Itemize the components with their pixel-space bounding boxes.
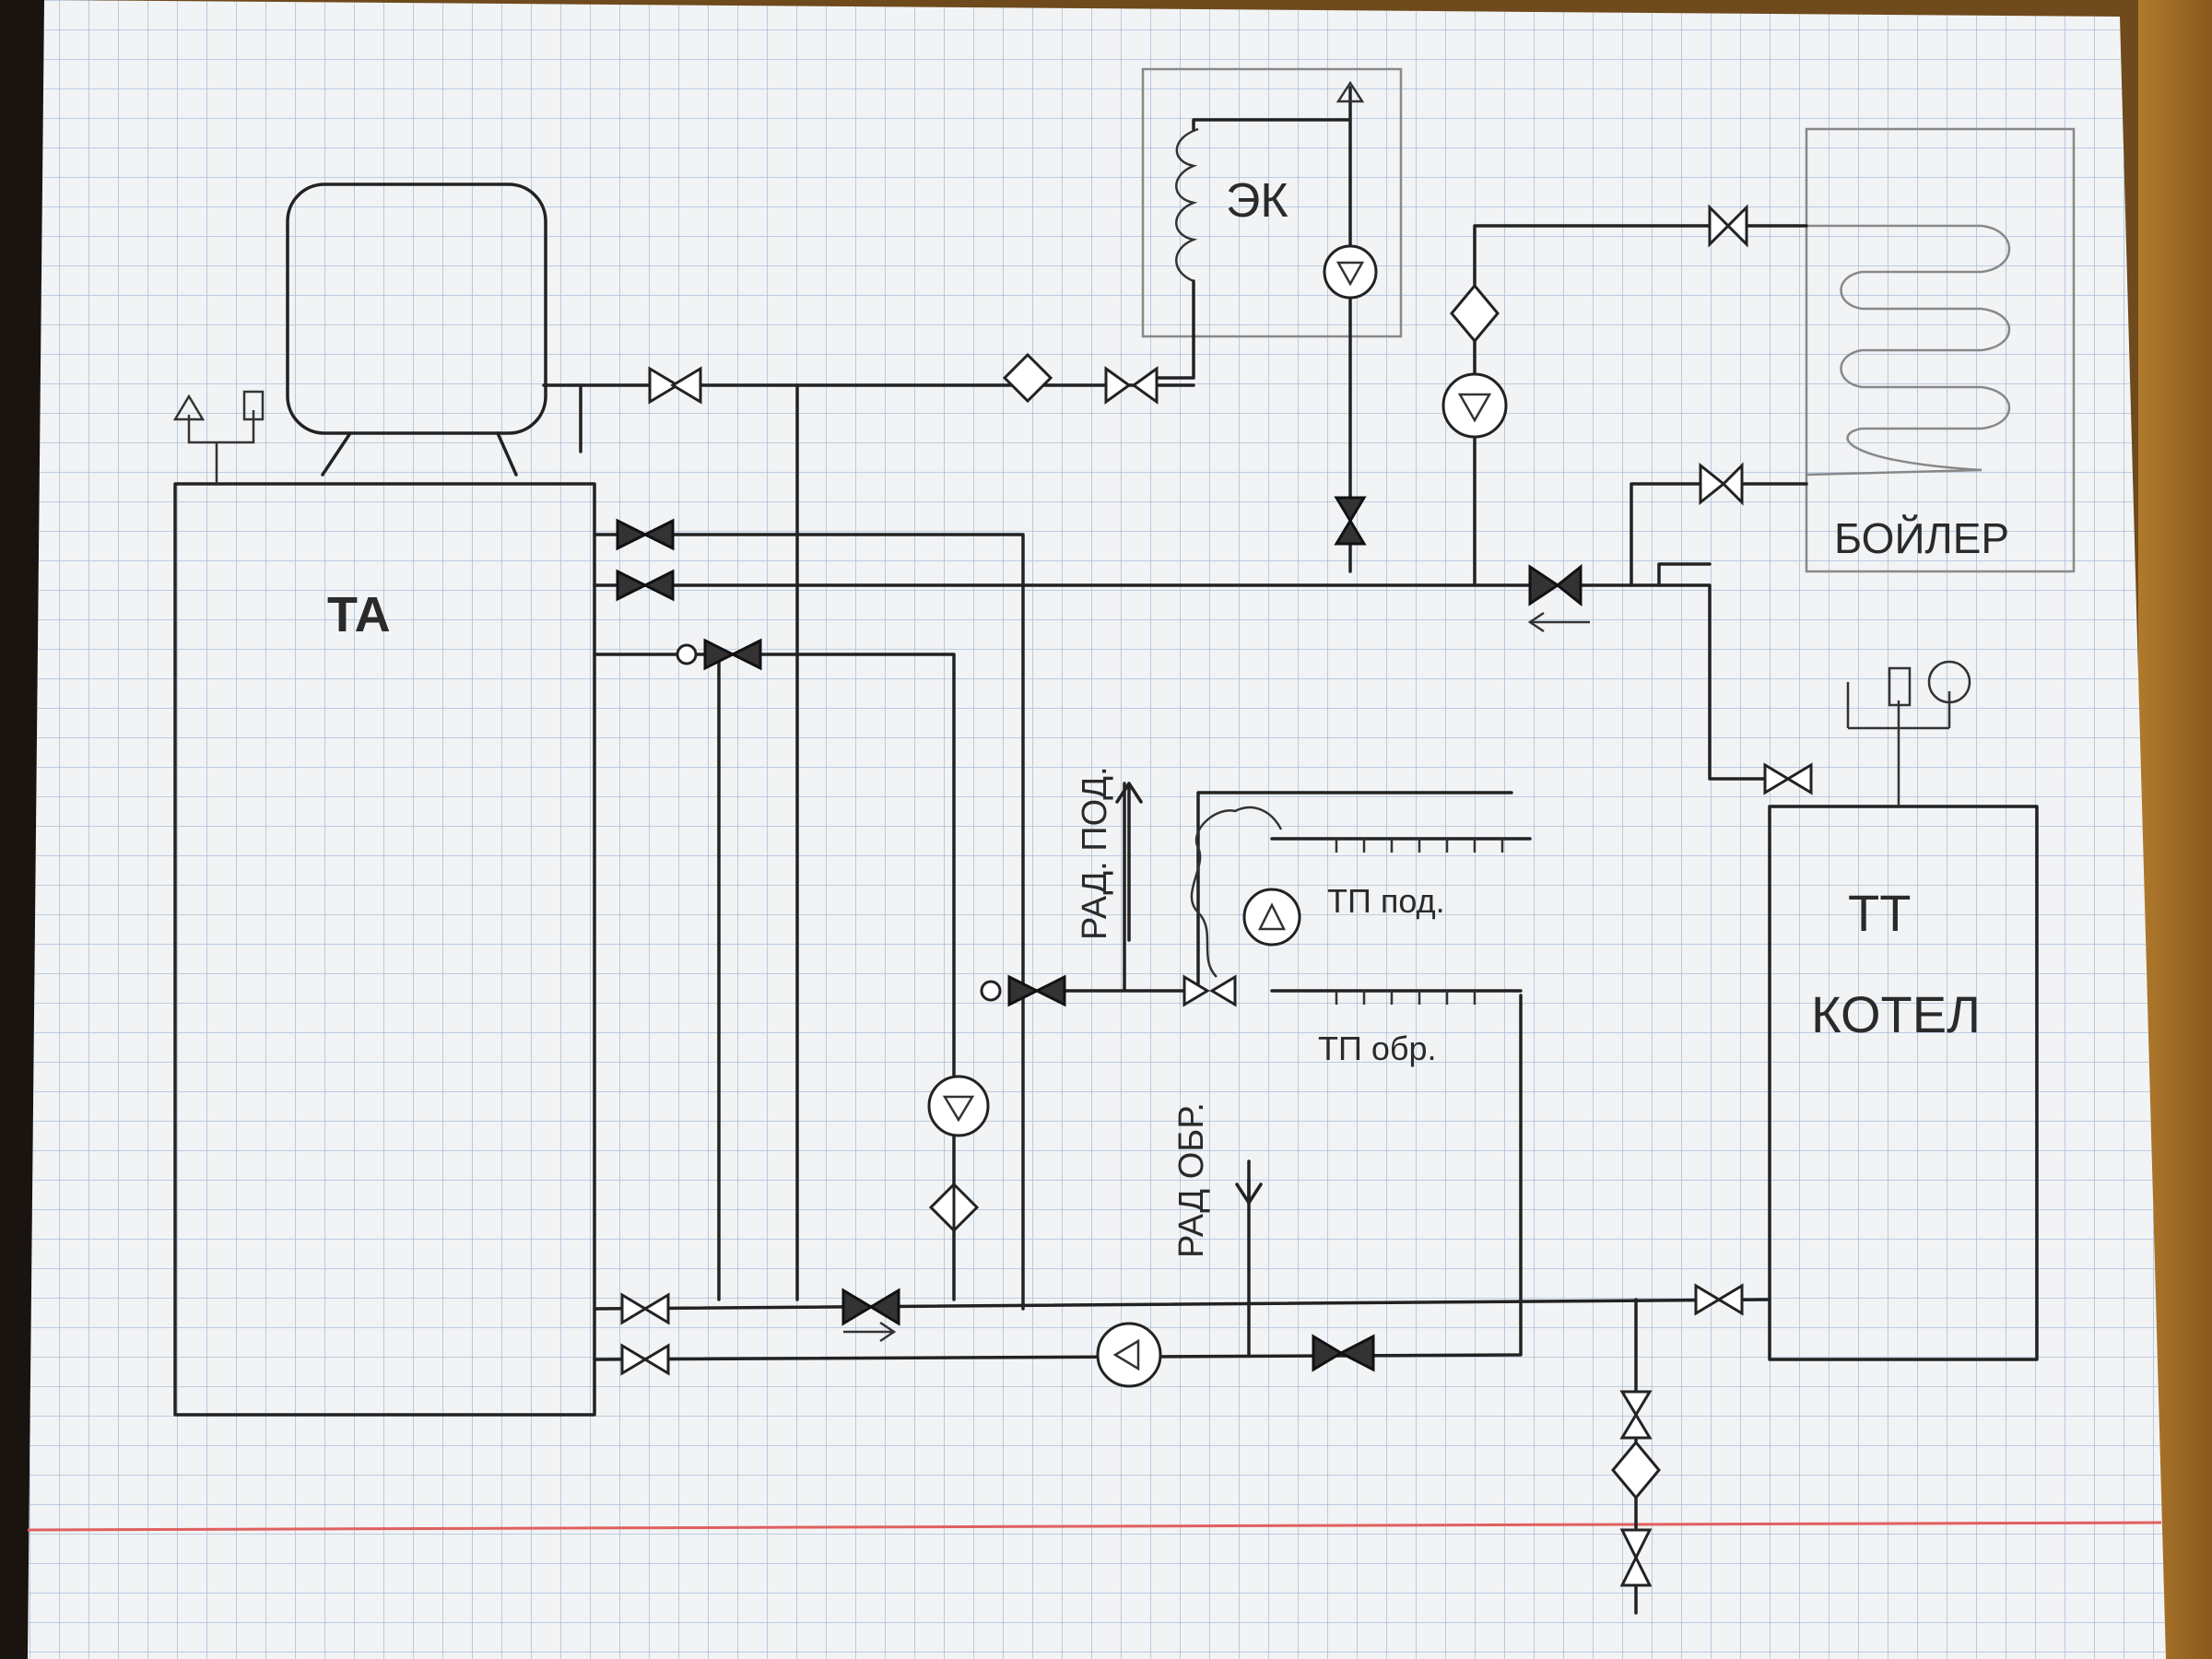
air-vent-icon	[1335, 80, 1365, 103]
strainer-icon	[928, 1181, 980, 1234]
ball-valve-icon	[616, 569, 675, 602]
air-vent-icon	[172, 394, 206, 421]
radiator-return-label: РАД ОБР.	[1172, 1102, 1211, 1258]
three-way-valve-icon	[980, 974, 1066, 1007]
three-way-valve-icon	[676, 638, 762, 671]
ball-valve-icon	[620, 1292, 670, 1325]
accumulator-safety-group	[187, 410, 255, 484]
grid-lines	[28, 0, 2166, 1659]
radiator-supply-arrow-icon	[1115, 782, 1143, 942]
accumulator-tank	[173, 482, 596, 1417]
ta-hot-line-1	[593, 533, 1025, 1311]
pressure-gauge-icon	[1927, 660, 1971, 704]
ball-valve-icon	[1708, 204, 1748, 248]
water-heater-loop	[1473, 224, 1808, 587]
ball-valve-icon	[1104, 366, 1159, 405]
radiator-supply-label: РАД. ПОД.	[1076, 766, 1114, 940]
circulation-pump-icon	[1242, 888, 1301, 947]
circulation-pump-icon	[1323, 244, 1378, 300]
electric-boiler	[1141, 67, 1403, 338]
safety-valve-icon	[242, 390, 265, 421]
pump-arrow-icon	[1335, 261, 1365, 287]
floor-supply-label: ТП под.	[1327, 882, 1445, 920]
ball-valve-icon	[1763, 762, 1813, 795]
flow-direction-arrow-icon	[1527, 611, 1590, 633]
ta-bottom-line-2	[593, 994, 1523, 1361]
ta-bottom-line-1	[593, 1298, 1771, 1311]
water-heater-coil-icon	[1806, 224, 2011, 477]
accumulator-label: ТА	[327, 587, 391, 642]
ball-valve-icon	[1619, 1390, 1653, 1440]
ball-valve-icon	[616, 518, 675, 551]
floor-return-label: ТП обр.	[1318, 1030, 1437, 1067]
ta-hot-line-2	[593, 583, 1771, 781]
ball-valve-icon	[1619, 1528, 1653, 1587]
ball-valve-icon	[1699, 462, 1744, 506]
ball-valve-icon	[1182, 974, 1237, 1007]
water-heater-tank	[1805, 127, 2076, 573]
expansion-tank	[286, 182, 547, 435]
circulation-pump-icon	[1096, 1322, 1162, 1388]
electric-heater-coil-icon	[1175, 127, 1199, 283]
floor-supply-line	[1270, 837, 1532, 993]
radiator-return-arrow-icon	[1235, 1159, 1263, 1205]
circulation-pump-icon	[927, 1075, 990, 1137]
solid-fuel-boiler	[1768, 805, 2039, 1361]
expansion-tank-legs	[321, 431, 518, 477]
ball-valve-icon	[620, 1343, 670, 1376]
strainer-icon	[1002, 352, 1053, 404]
water-heater-label: БОЙЛЕР	[1834, 514, 2009, 562]
ball-valve-icon	[648, 366, 702, 405]
ball-valve-icon	[1334, 496, 1367, 546]
ball-valve-icon	[1694, 1283, 1744, 1316]
flow-direction-arrow-icon	[843, 1321, 897, 1343]
floor-heating-coil-icon	[1190, 806, 1283, 978]
margin-line	[27, 1521, 2162, 1532]
electric-boiler-label: ЭК	[1226, 174, 1288, 228]
strainer-icon	[1611, 1440, 1661, 1500]
ball-valve-icon	[1312, 1334, 1375, 1372]
electric-boiler-pipes	[1155, 86, 1352, 573]
ball-valve-icon	[1528, 563, 1583, 607]
solid-fuel-boiler-label-2: КОТЕЛ	[1811, 985, 1981, 1043]
boiler-safety-group	[1846, 682, 1951, 806]
radiator-supply-line	[1021, 782, 1513, 993]
boiler-feed-line	[1630, 482, 1808, 587]
solid-fuel-boiler-label-1: ТТ	[1848, 884, 1911, 942]
circulation-pump-icon	[1441, 372, 1508, 439]
safety-valve-icon	[1888, 666, 1912, 707]
ball-valve-icon	[841, 1288, 900, 1326]
strainer-icon	[1450, 283, 1500, 344]
floor-heating-ticks	[1335, 839, 1504, 1005]
